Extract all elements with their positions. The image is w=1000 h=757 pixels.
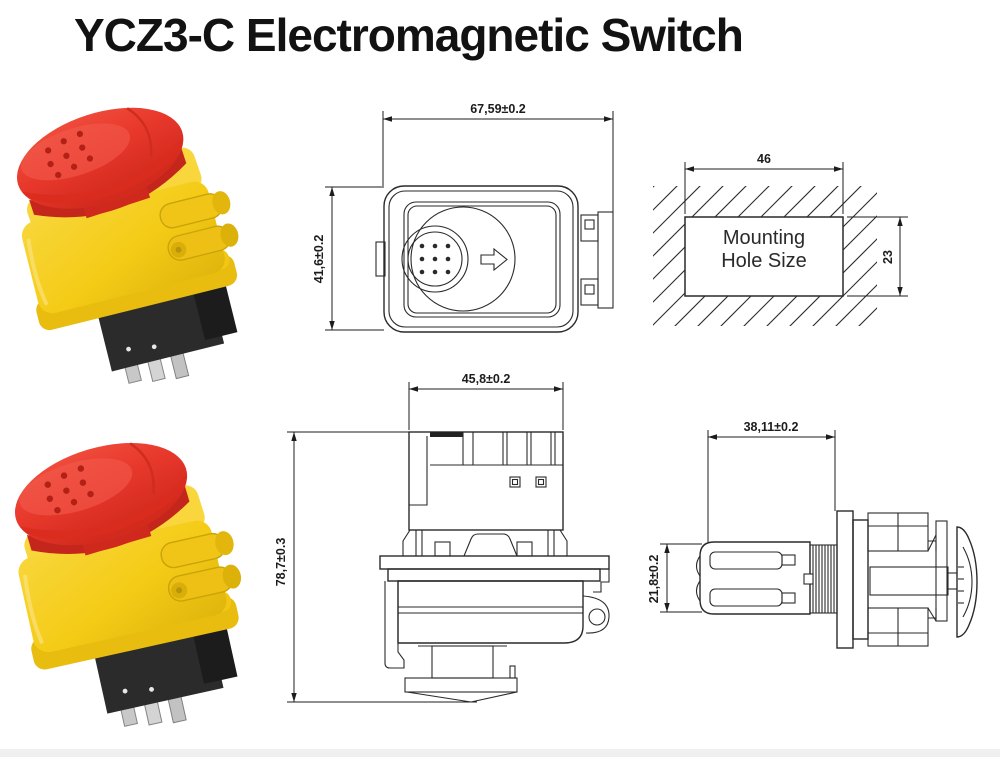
top-view-outline <box>375 185 614 333</box>
side-view-height-label: 21,8±0.2 <box>647 555 661 604</box>
top-view-width-label: 67,59±0.2 <box>470 102 526 116</box>
mounting-ears <box>402 529 568 557</box>
mounting-hole-label-line1: Mounting <box>723 227 805 249</box>
front-view-width-label: 45,8±0.2 <box>462 372 511 386</box>
mounting-hole-label-line2: Hole Size <box>721 250 807 272</box>
direction-arrow-icon <box>480 247 508 272</box>
page-title: YCZ3-C Electromagnetic Switch <box>74 9 744 61</box>
front-view-outline <box>379 431 610 703</box>
product-photo-bottom <box>4 418 256 742</box>
flange-plates <box>836 510 869 649</box>
side-view-drawing: 38,11±0.2 21,8±0.2 <box>647 420 978 649</box>
bottom-edge-strip <box>0 749 1000 757</box>
terminal-block <box>695 541 811 615</box>
front-view-height-dimension: 78,7±0.3 <box>274 431 477 703</box>
front-view-width-dimension: 45,8±0.2 <box>408 372 564 430</box>
lower-body <box>384 580 610 669</box>
top-view-drawing: 67,59±0.2 41,6±0.2 <box>312 102 614 333</box>
side-view-height-dimension: 21,8±0.2 <box>647 543 702 613</box>
button-dots <box>419 243 451 275</box>
flange-plates <box>379 555 610 593</box>
mounting-hole-width-dimension: 46 <box>684 152 844 214</box>
mushroom-cap-profile <box>956 526 978 638</box>
top-view-height-dimension: 41,6±0.2 <box>312 186 384 331</box>
stepped-body <box>867 512 957 647</box>
front-view-drawing: 45,8±0.2 78,7±0.3 <box>274 372 610 703</box>
side-view-width-label: 38,11±0.2 <box>744 420 799 434</box>
product-photo-top <box>8 88 253 394</box>
mounting-hole-drawing: Mounting Hole Size 46 23 <box>653 152 908 326</box>
side-latch <box>580 211 614 309</box>
mounting-hole-height-label: 23 <box>881 250 895 264</box>
button-stem <box>404 645 518 703</box>
side-view-width-dimension: 38,11±0.2 <box>707 420 836 542</box>
mounting-hole-width-label: 46 <box>757 152 771 166</box>
side-view-outline <box>695 510 978 649</box>
top-view-height-label: 41,6±0.2 <box>312 235 326 284</box>
mounting-hole-height-dimension: 23 <box>847 216 908 297</box>
mounting-hole-rect <box>684 216 844 297</box>
front-view-height-label: 78,7±0.3 <box>274 538 288 587</box>
ribbed-ring <box>803 544 838 614</box>
top-view-width-dimension: 67,59±0.2 <box>382 102 614 212</box>
